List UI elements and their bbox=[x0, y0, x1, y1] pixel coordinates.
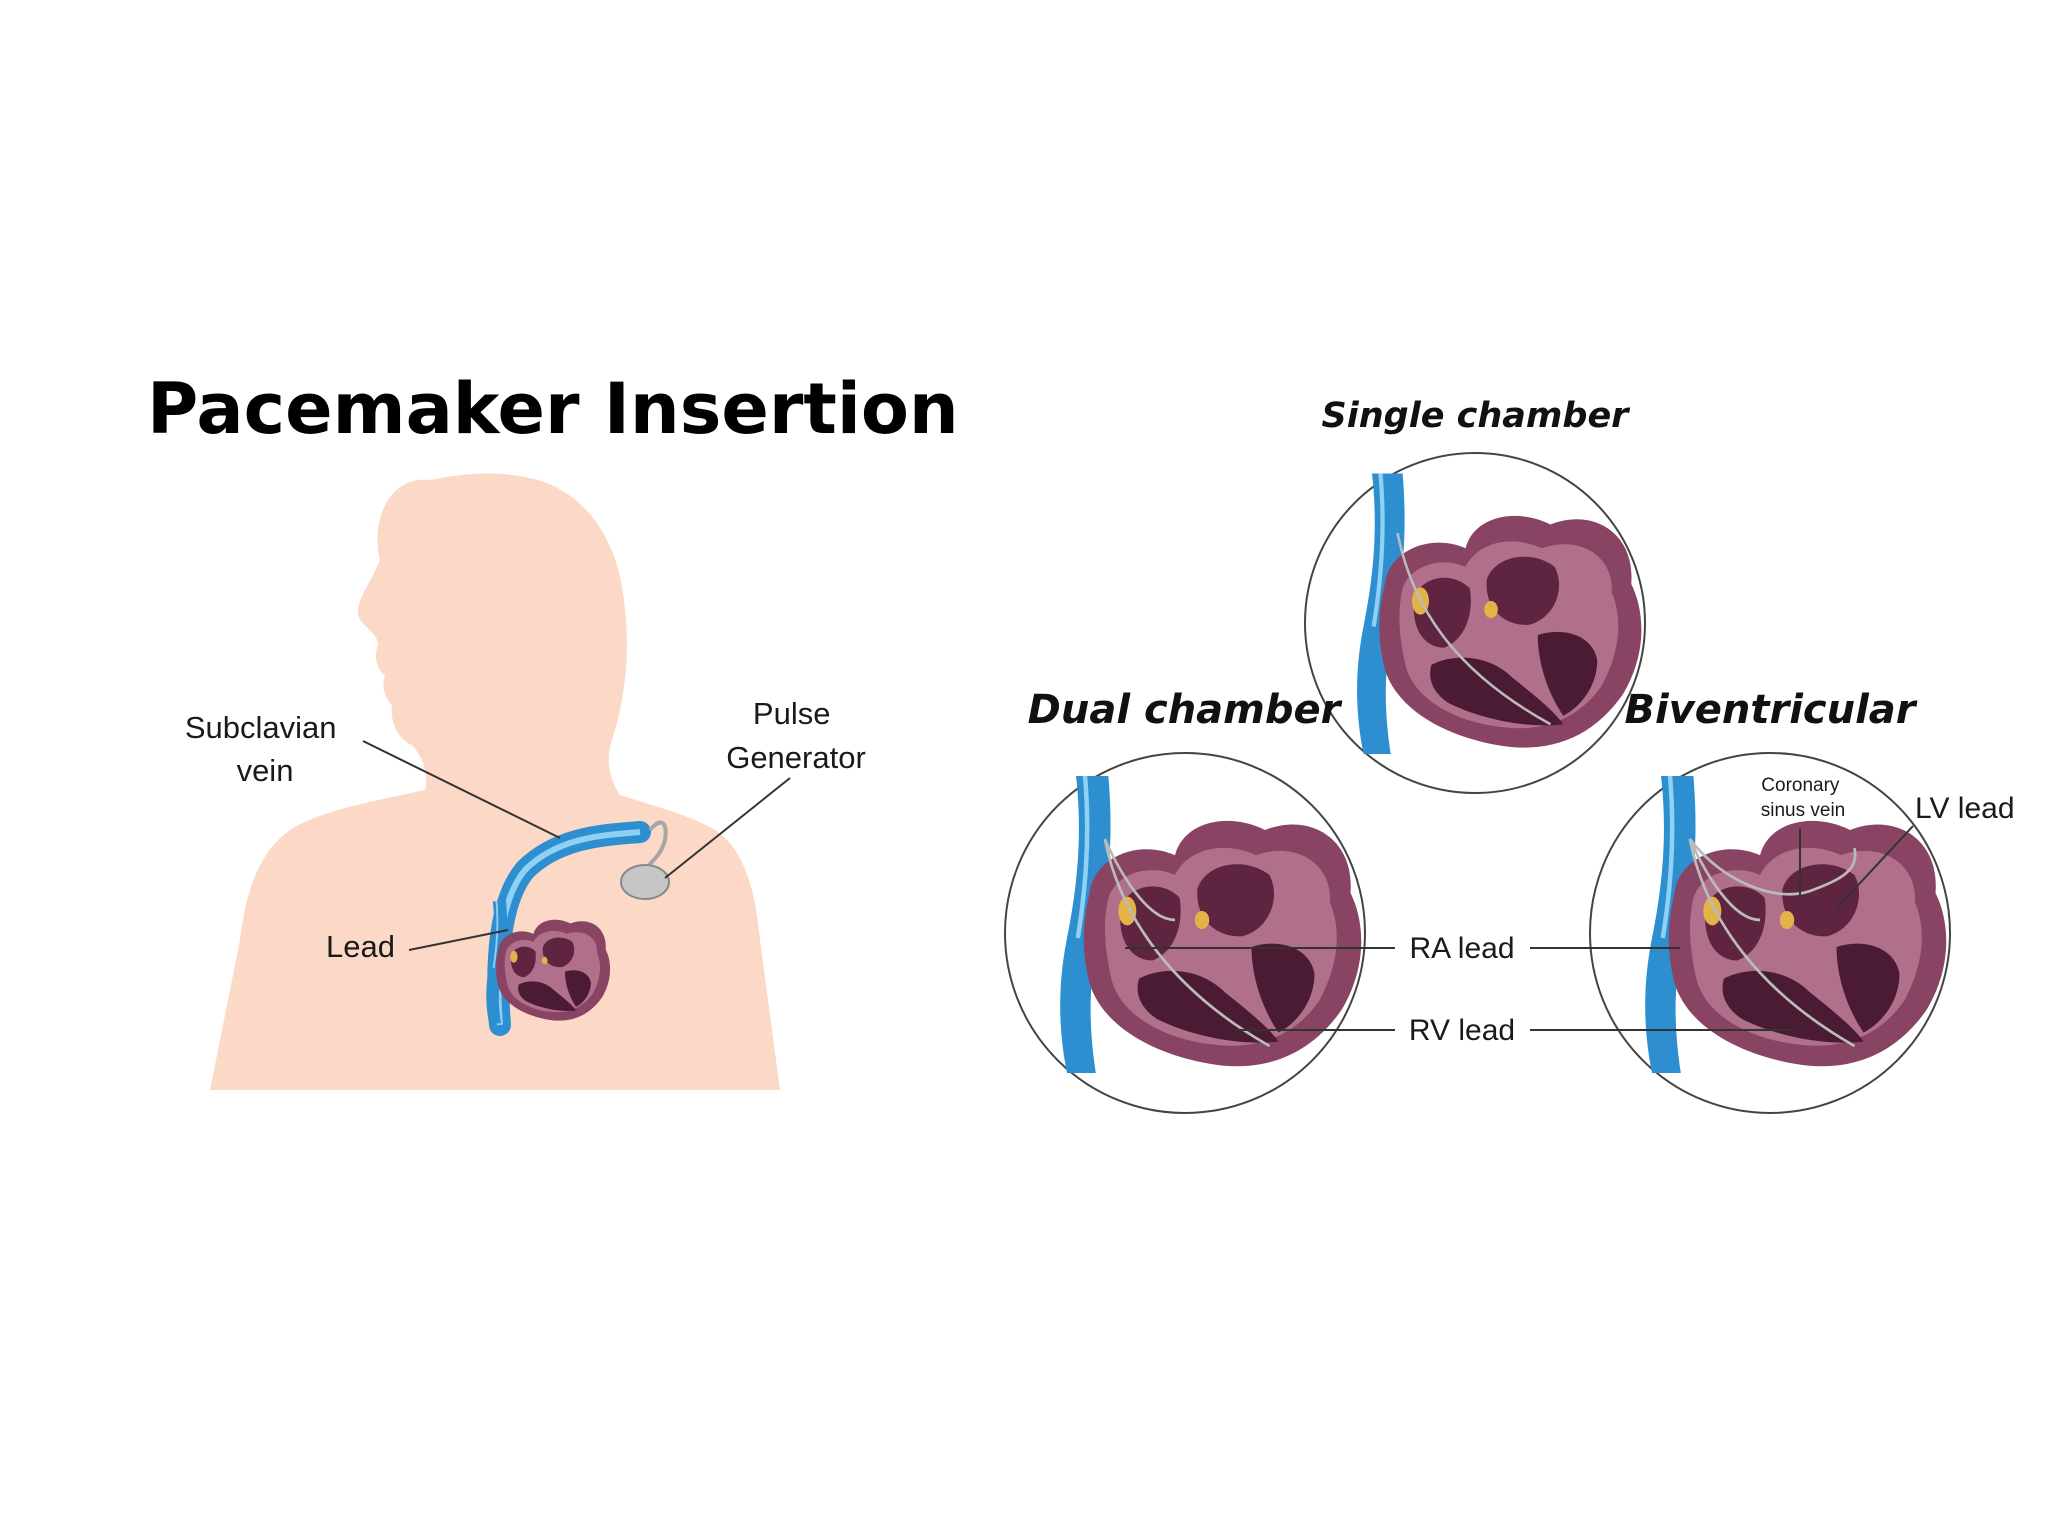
single-chamber-title: Single chamber bbox=[1322, 396, 1632, 436]
lead-label: Lead bbox=[326, 929, 395, 964]
lv-lead-label: LV lead bbox=[1915, 792, 2015, 825]
pulse-generator-label: Pulse Generator bbox=[726, 696, 866, 775]
subclavian-label: Subclavian vein bbox=[185, 710, 345, 788]
pulse-generator-icon bbox=[621, 865, 669, 899]
biventricular-title: Biventricular bbox=[1624, 687, 1917, 733]
page-title: Pacemaker Insertion bbox=[147, 368, 959, 450]
dual-chamber-title: Dual chamber bbox=[1028, 687, 1343, 733]
rv-lead-label: RV lead bbox=[1409, 1014, 1515, 1047]
ra-lead-label: RA lead bbox=[1409, 932, 1514, 965]
